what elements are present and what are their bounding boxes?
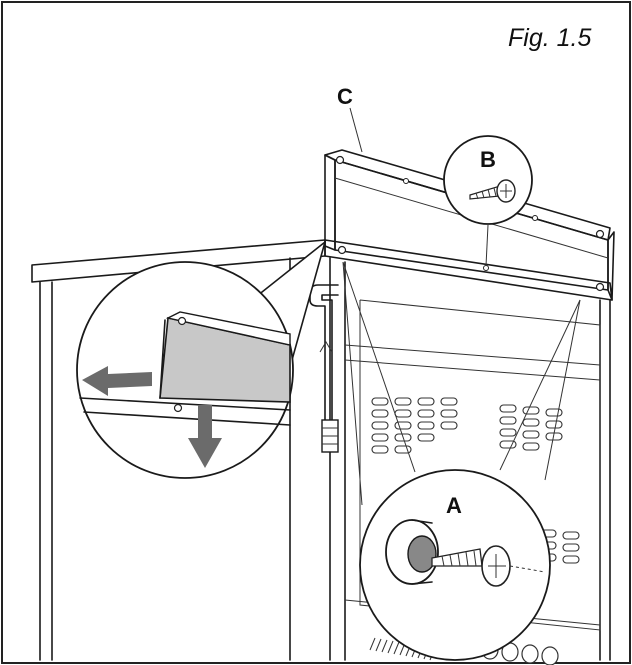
callout-c-label: C [337,84,353,109]
spacer-icon [385,519,439,585]
figure-label: Fig. 1.5 [508,24,591,52]
callout-a-label: A [446,493,462,518]
magnifier-a: A [342,261,581,661]
arrow-left-icon [82,366,152,396]
magnifier-removal [76,239,327,479]
callout-b-label: B [480,147,496,172]
magnifier-b: B [443,135,533,267]
arrow-down-icon [188,405,222,468]
screw-b-icon [469,179,516,203]
screw-a-icon [431,545,546,587]
gas-pipe [309,284,339,453]
callout-c-leader [349,107,363,153]
